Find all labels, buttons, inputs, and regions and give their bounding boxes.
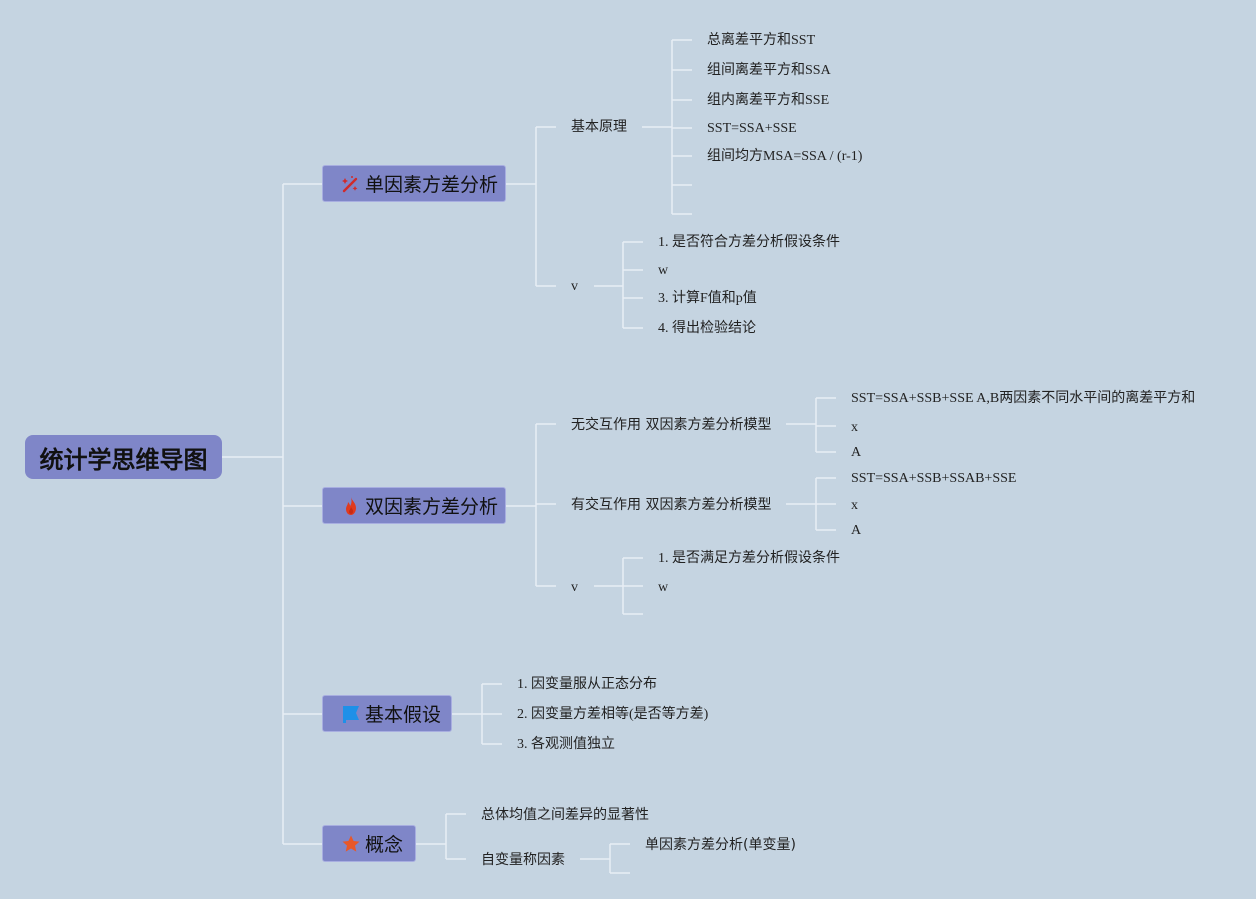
- two-way-step-item-1[interactable]: 1. 是否满足方差分析假设条件: [658, 551, 840, 566]
- connector-factor: [580, 843, 630, 874]
- principle-item-sst[interactable]: 总离差平方和SST: [707, 33, 816, 48]
- assumption-item-2[interactable]: 2. 因变量方差相等(是否等方差): [517, 707, 709, 722]
- principle-node[interactable]: 基本原理: [571, 119, 627, 135]
- principle-item-msa[interactable]: 组间均方MSA=SSA / (r-1): [707, 149, 863, 164]
- step-item-1[interactable]: 1. 是否符合方差分析假设条件: [658, 235, 840, 250]
- fire-icon: [341, 496, 361, 516]
- connector-root: [222, 183, 322, 845]
- principle-item-sse[interactable]: 组内离差平方和SSE: [707, 93, 830, 108]
- no-interaction-item-a[interactable]: A: [851, 445, 862, 460]
- assumption-item-3[interactable]: 3. 各观测值独立: [517, 737, 615, 752]
- interaction-node[interactable]: 有交互作用 双因素方差分析模型: [571, 497, 772, 513]
- interaction-item-x[interactable]: x: [851, 498, 858, 513]
- principle-item-ssa[interactable]: 组间离差平方和SSA: [707, 63, 831, 78]
- topic-concepts-label: 概念: [365, 834, 404, 856]
- connector-two-way: [506, 423, 556, 587]
- root-topic[interactable]: 统计学思维导图: [25, 435, 222, 479]
- concept-factor-sub-item[interactable]: 单因素方差分析(单变量): [645, 837, 796, 853]
- star-icon: [341, 834, 361, 854]
- connector-principle: [642, 39, 692, 215]
- magic-wand-icon: [341, 174, 361, 194]
- steps-node-two-way[interactable]: v: [571, 580, 578, 595]
- connector-steps2: [594, 557, 643, 615]
- topic-two-way-anova[interactable]: 双因素方差分析: [322, 487, 506, 524]
- connector-no-interaction: [786, 397, 836, 453]
- concept-item-factor[interactable]: 自变量称因素: [481, 852, 565, 868]
- steps-node-one-way[interactable]: v: [571, 279, 578, 294]
- connector-assumptions: [452, 683, 502, 745]
- topic-two-way-label: 双因素方差分析: [365, 496, 499, 518]
- connector-interaction: [786, 477, 836, 531]
- flag-icon: [341, 704, 361, 724]
- topic-assumptions[interactable]: 基本假设: [322, 695, 452, 732]
- connector-steps1: [594, 241, 643, 329]
- assumption-item-1[interactable]: 1. 因变量服从正态分布: [517, 677, 657, 692]
- topic-one-way-label: 单因素方差分析: [365, 174, 499, 196]
- topic-assumptions-label: 基本假设: [365, 704, 442, 726]
- interaction-item-a[interactable]: A: [851, 523, 862, 538]
- step-item-4[interactable]: 4. 得出检验结论: [658, 321, 756, 336]
- connector-one-way: [506, 126, 556, 287]
- no-interaction-formula[interactable]: SST=SSA+SSB+SSE A,B两因素不同水平间的离差平方和: [851, 391, 1196, 406]
- no-interaction-item-x[interactable]: x: [851, 420, 858, 435]
- no-interaction-node[interactable]: 无交互作用 双因素方差分析模型: [571, 417, 772, 433]
- step-item-2[interactable]: w: [658, 263, 669, 278]
- concept-item-significance[interactable]: 总体均值之间差异的显著性: [481, 807, 649, 823]
- connector-concepts: [416, 813, 466, 860]
- two-way-step-item-2[interactable]: w: [658, 580, 669, 595]
- principle-item-formula[interactable]: SST=SSA+SSE: [707, 121, 797, 136]
- topic-concepts[interactable]: 概念: [322, 825, 416, 862]
- step-item-3[interactable]: 3. 计算F值和p值: [658, 291, 757, 306]
- topic-one-way-anova[interactable]: 单因素方差分析: [322, 165, 506, 202]
- interaction-formula[interactable]: SST=SSA+SSB+SSAB+SSE: [851, 471, 1017, 486]
